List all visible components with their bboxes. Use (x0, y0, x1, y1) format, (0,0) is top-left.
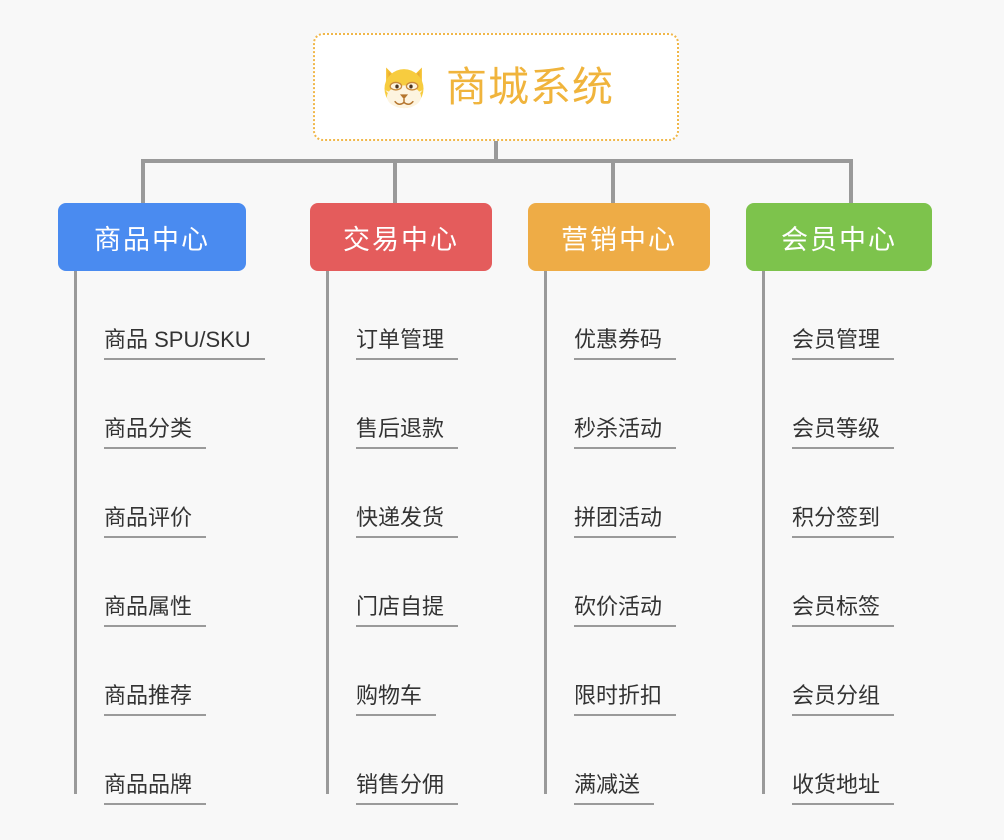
branch-column-marketing: 营销中心 优惠券码 秒杀活动 拼团活动 砍价活动 限时折扣 满减送 (528, 203, 710, 805)
leaf-label: 购物车 (356, 683, 437, 716)
list-item[interactable]: 会员管理 (762, 271, 895, 360)
shiba-dog-face-icon (378, 61, 430, 113)
connector-drop-1 (141, 159, 145, 205)
list-item[interactable]: 商品推荐 (74, 627, 265, 716)
leaf-label: 限时折扣 (574, 683, 677, 716)
list-item[interactable]: 销售分佣 (326, 716, 459, 805)
leaf-label: 商品品牌 (104, 772, 207, 805)
list-item[interactable]: 会员标签 (762, 538, 895, 627)
leaf-list-trade: 订单管理 售后退款 快递发货 门店自提 购物车 销售分佣 (326, 271, 459, 805)
leaf-label: 会员等级 (792, 416, 895, 449)
list-item[interactable]: 会员分组 (762, 627, 895, 716)
leaf-label: 商品分类 (104, 416, 207, 449)
list-item[interactable]: 优惠券码 (544, 271, 677, 360)
branch-spine (326, 271, 329, 794)
branch-spine (74, 271, 77, 794)
connector-horizontal-bus (141, 159, 853, 163)
list-item[interactable]: 购物车 (326, 627, 458, 716)
list-item[interactable]: 订单管理 (326, 271, 459, 360)
list-item[interactable]: 商品评价 (74, 449, 265, 538)
list-item[interactable]: 商品品牌 (74, 716, 265, 805)
leaf-label: 满减送 (574, 772, 655, 805)
leaf-label: 订单管理 (356, 327, 459, 360)
branch-header-label: 交易中心 (343, 224, 459, 255)
root-node-shop-system[interactable]: 商城系统 (313, 33, 679, 141)
connector-drop-4 (849, 159, 853, 205)
branch-spine (762, 271, 765, 794)
branch-header-label: 营销中心 (561, 224, 677, 255)
connector-drop-2 (393, 159, 397, 205)
list-item[interactable]: 售后退款 (326, 360, 459, 449)
branch-spine (544, 271, 547, 794)
branch-column-trade: 交易中心 订单管理 售后退款 快递发货 门店自提 购物车 销售分佣 (310, 203, 492, 805)
leaf-label: 商品推荐 (104, 683, 207, 716)
leaf-label: 商品 SPU/SKU (104, 327, 265, 360)
list-item[interactable]: 收货地址 (762, 716, 895, 805)
leaf-label: 销售分佣 (356, 772, 459, 805)
branch-header-trade[interactable]: 交易中心 (310, 203, 492, 271)
list-item[interactable]: 积分签到 (762, 449, 895, 538)
root-node-label: 商城系统 (446, 63, 614, 110)
connector-root-stem (494, 141, 498, 163)
branch-column-member: 会员中心 会员管理 会员等级 积分签到 会员标签 会员分组 收货地址 (746, 203, 932, 805)
branch-header-product[interactable]: 商品中心 (58, 203, 246, 271)
leaf-label: 拼团活动 (574, 505, 677, 538)
leaf-label: 优惠券码 (574, 327, 677, 360)
leaf-list-member: 会员管理 会员等级 积分签到 会员标签 会员分组 收货地址 (762, 271, 895, 805)
branch-header-marketing[interactable]: 营销中心 (528, 203, 710, 271)
leaf-list-marketing: 优惠券码 秒杀活动 拼团活动 砍价活动 限时折扣 满减送 (544, 271, 677, 805)
branch-header-label: 会员中心 (781, 224, 897, 255)
leaf-label: 会员管理 (792, 327, 895, 360)
list-item[interactable]: 秒杀活动 (544, 360, 677, 449)
list-item[interactable]: 商品属性 (74, 538, 265, 627)
list-item[interactable]: 砍价活动 (544, 538, 677, 627)
leaf-label: 快递发货 (356, 505, 459, 538)
leaf-label: 积分签到 (792, 505, 895, 538)
leaf-label: 收货地址 (792, 772, 895, 805)
list-item[interactable]: 限时折扣 (544, 627, 677, 716)
list-item[interactable]: 商品分类 (74, 360, 265, 449)
list-item[interactable]: 会员等级 (762, 360, 895, 449)
leaf-label: 砍价活动 (574, 594, 677, 627)
branch-column-product: 商品中心 商品 SPU/SKU 商品分类 商品评价 商品属性 商品推荐 商品品牌 (58, 203, 265, 805)
leaf-label: 商品评价 (104, 505, 207, 538)
leaf-label: 会员分组 (792, 683, 895, 716)
branch-header-label: 商品中心 (94, 224, 210, 255)
list-item[interactable]: 商品 SPU/SKU (74, 271, 265, 360)
leaf-label: 售后退款 (356, 416, 459, 449)
connector-drop-3 (611, 159, 615, 205)
leaf-label: 门店自提 (356, 594, 459, 627)
list-item[interactable]: 快递发货 (326, 449, 459, 538)
leaf-label: 商品属性 (104, 594, 207, 627)
list-item[interactable]: 拼团活动 (544, 449, 677, 538)
list-item[interactable]: 满减送 (544, 716, 676, 805)
list-item[interactable]: 门店自提 (326, 538, 459, 627)
leaf-label: 会员标签 (792, 594, 895, 627)
leaf-list-product: 商品 SPU/SKU 商品分类 商品评价 商品属性 商品推荐 商品品牌 (74, 271, 265, 805)
leaf-label: 秒杀活动 (574, 416, 677, 449)
branch-header-member[interactable]: 会员中心 (746, 203, 932, 271)
